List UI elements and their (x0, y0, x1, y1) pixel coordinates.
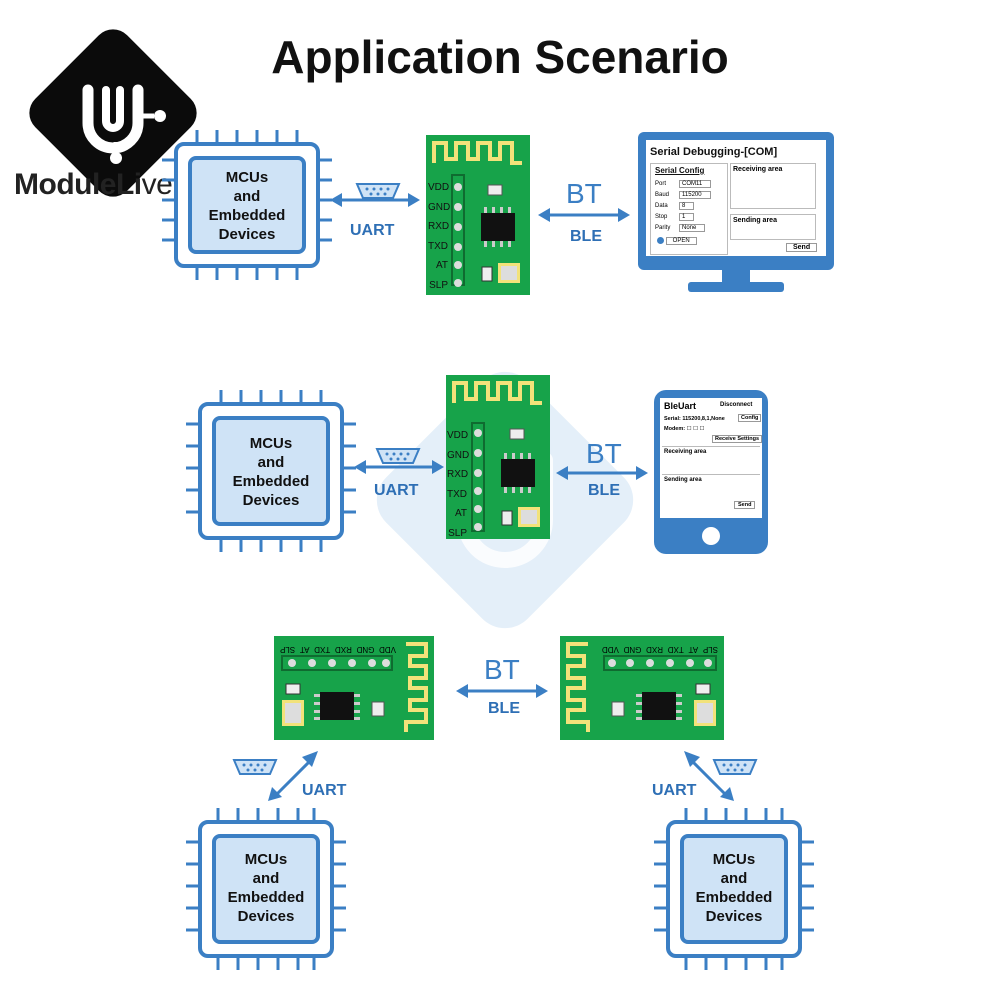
bt-arrow (456, 684, 548, 698)
pc-monitor: Serial Debugging-[COM] Serial Config Por… (636, 130, 836, 296)
smartphone: BleUart Disconnect Serial: 115200,8,1,No… (652, 388, 770, 556)
bt-label: BT (586, 438, 622, 469)
uart-arrow (268, 751, 318, 801)
uart-label: UART (302, 782, 347, 799)
send-button[interactable]: Send (786, 243, 818, 252)
bt-label: BT (566, 178, 602, 209)
serial-settings: Serial: 115200,8,1,None (664, 416, 725, 422)
uart-arrow (354, 460, 444, 474)
ble-label: BLE (570, 228, 602, 245)
serial-connector-icon (712, 759, 758, 775)
page-title: Application Scenario (271, 31, 729, 83)
sending-area[interactable]: Sending area (730, 214, 816, 240)
receiving-area[interactable]: Receiving area (662, 446, 760, 474)
modem-settings: Modem: ☐ ☐ ☐ (664, 426, 705, 432)
bt-arrow (538, 208, 630, 222)
ble-module (426, 135, 530, 295)
serial-connector-icon (232, 759, 278, 775)
bt-arrow (556, 466, 648, 480)
uart-label: UART (350, 222, 395, 239)
ble-label: BLE (488, 700, 520, 717)
ble-module (446, 375, 550, 539)
status-dot (657, 237, 664, 244)
bt-label: BT (484, 654, 520, 685)
brand-name: ModuleLive (14, 168, 173, 201)
receive-settings-button[interactable]: Receive Settings (712, 435, 763, 443)
uart-label: UART (374, 482, 419, 499)
sending-area[interactable]: Sending area (662, 474, 760, 500)
modulelive-logo (29, 29, 197, 197)
uart-label: UART (652, 782, 697, 799)
phone-app-title: BleUart (664, 401, 697, 411)
receiving-area[interactable]: Receiving area (730, 163, 816, 209)
config-button[interactable]: Config (738, 414, 762, 422)
serial-connector-icon (355, 183, 401, 199)
disconnect-button[interactable]: Disconnect (720, 402, 753, 408)
send-button[interactable]: Send (734, 501, 756, 509)
pc-app-title: Serial Debugging-[COM] (650, 146, 778, 158)
uart-arrow (684, 751, 734, 801)
serial-connector-icon (375, 448, 421, 464)
uart-arrow (330, 193, 420, 207)
ble-label: BLE (588, 482, 620, 499)
open-button[interactable]: OPEN (665, 237, 697, 246)
